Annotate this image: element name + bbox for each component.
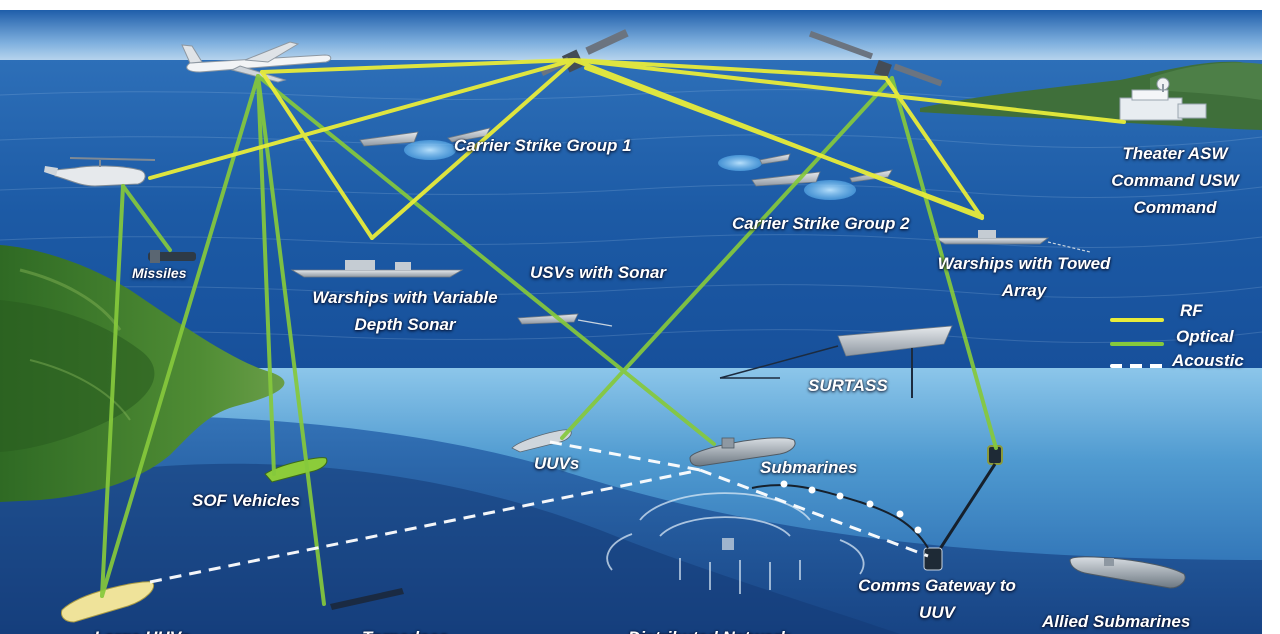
distributed-network [606, 492, 865, 594]
label-distributed-network: Distributed Network [628, 624, 790, 634]
label-warships-vds-line2: Depth Sonar [354, 315, 456, 334]
legend-optical-swatch [1110, 342, 1164, 346]
label-comms-gateway-line1: Comms Gateway to [858, 576, 1016, 595]
label-warships-towed-line1: Warships with Towed [937, 254, 1111, 273]
missiles [148, 250, 196, 263]
label-theater-asw-line3: Command [1133, 198, 1217, 217]
label-torpedoes: Torpedoes [362, 624, 448, 634]
command-building [1119, 77, 1207, 121]
satellite-2 [808, 30, 943, 87]
label-allied-submarines: Allied Submarines [1042, 612, 1191, 631]
label-theater-asw-line2: Command USW [1111, 171, 1239, 190]
legend-acoustic-label: Acoustic [1172, 351, 1244, 370]
label-missiles: Missiles [132, 265, 187, 281]
acoustic-links [149, 440, 929, 584]
optical-links [100, 74, 998, 606]
label-surtass: SURTASS [808, 376, 888, 395]
label-theater-asw: Theater ASW Command USW Command [1110, 140, 1240, 221]
label-warships-vds: Warships with Variable Depth Sonar [294, 284, 516, 338]
legend-rf-label: RF [1180, 301, 1203, 320]
label-warships-vds-line1: Warships with Variable [312, 288, 498, 307]
label-sof-vehicles: SOF Vehicles [192, 491, 301, 510]
label-comms-gateway-line2: UUV [919, 603, 955, 622]
label-comms-gateway: Comms Gateway to UUV [842, 572, 1032, 626]
patrol-aircraft [181, 41, 332, 83]
label-large-uuvs: Large UUVs [94, 624, 190, 634]
legend-acoustic-swatch [1110, 364, 1164, 368]
label-uuvs: UUVs [534, 454, 580, 473]
label-submarines: Submarines [760, 458, 858, 477]
label-warships-towed-array: Warships with Towed Array [918, 250, 1130, 304]
tether-dots [780, 480, 922, 534]
underwater-vehicles [61, 429, 1186, 623]
helicopter [44, 157, 156, 187]
label-theater-asw-line1: Theater ASW [1122, 144, 1228, 163]
legend-optical-label: Optical [1176, 327, 1234, 346]
label-carrier-strike-group-1: Carrier Strike Group 1 [454, 136, 632, 155]
label-warships-towed-line2: Array [1001, 281, 1047, 300]
legend-rf-swatch [1110, 318, 1164, 322]
rf-links [148, 58, 1126, 240]
label-usvs-with-sonar: USVs with Sonar [530, 263, 667, 282]
label-carrier-strike-group-2: Carrier Strike Group 2 [732, 214, 910, 233]
